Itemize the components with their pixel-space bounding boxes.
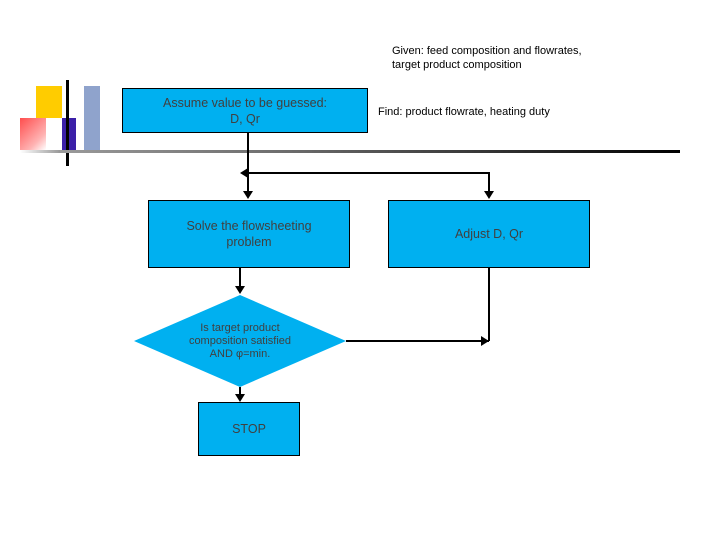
connector-junction-to-adjust [488, 172, 490, 192]
arrowhead-into-assume-branch [240, 168, 248, 178]
connector-junction-to-solve [247, 172, 249, 192]
decor-square-indigo [62, 118, 76, 150]
arrowhead-into-solve [243, 191, 253, 199]
connector-assume-to-junction [247, 133, 249, 173]
decor-vertical-rule [66, 80, 69, 166]
connector-feedback-horizontal [247, 172, 489, 174]
node-decision[interactable]: Is target product composition satisfied … [134, 295, 346, 387]
given-note: Given: feed composition and flowrates, t… [392, 45, 582, 71]
arrowhead-into-stop [235, 394, 245, 402]
arrowhead-into-adjust [484, 191, 494, 199]
connector-decision-to-adjust-horizontal [346, 340, 489, 342]
decor-square-yellow [36, 86, 62, 118]
node-solve-flowsheeting[interactable]: Solve the flowsheeting problem [148, 200, 350, 268]
node-adjust-variables[interactable]: Adjust D, Qr [388, 200, 590, 268]
decor-square-red [20, 118, 46, 150]
node-stop[interactable]: STOP [198, 402, 300, 456]
connector-decision-to-adjust-vertical [488, 268, 490, 341]
arrowhead-no-branch [481, 336, 489, 346]
horizontal-divider [20, 150, 680, 153]
connector-decision-to-stop [239, 387, 241, 395]
decision-label: Is target product composition satisfied … [188, 321, 292, 360]
connector-solve-to-decision [239, 268, 241, 287]
node-assume-values[interactable]: Assume value to be guessed: D, Qr [122, 88, 368, 133]
decor-square-blue-upper [84, 86, 100, 118]
find-note: Find: product flowrate, heating duty [378, 106, 550, 118]
decor-square-blue-lower [84, 118, 100, 150]
arrowhead-into-decision [235, 286, 245, 294]
